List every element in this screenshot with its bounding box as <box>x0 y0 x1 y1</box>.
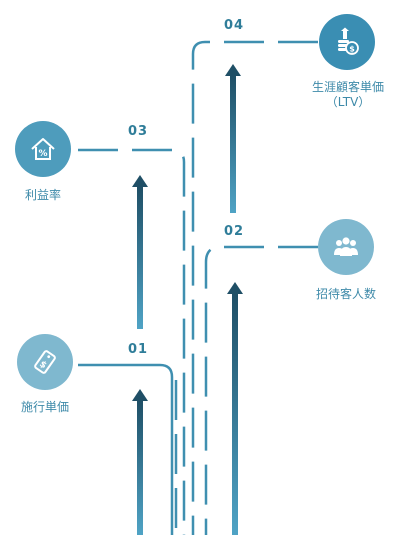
svg-text:$: $ <box>37 359 48 371</box>
item-04-label-line1: 生涯顧客単価 <box>311 80 384 94</box>
step-number-04: 04 <box>224 18 245 33</box>
item-02-circle <box>318 219 374 275</box>
step-number-02: 02 <box>224 224 245 239</box>
percent-house-icon: % <box>31 138 55 160</box>
step-number-01: 01 <box>128 342 149 357</box>
item-01-label: 施行単価 <box>20 400 69 414</box>
arrow-03 <box>132 175 148 329</box>
connector-03 <box>78 148 186 535</box>
arrow-04 <box>225 64 241 213</box>
item-03-circle: % <box>15 121 71 177</box>
connector-04 <box>191 40 318 535</box>
connector-02 <box>204 245 318 535</box>
svg-text:$: $ <box>349 45 355 54</box>
arrow-02 <box>227 282 243 535</box>
coin-growth-icon: $ <box>338 27 359 55</box>
item-04-label-line2: （LTV） <box>325 95 371 109</box>
item-03-label: 利益率 <box>24 188 61 202</box>
item-02-label: 招待客人数 <box>315 287 376 301</box>
arrow-01 <box>132 389 148 535</box>
item-04-circle: $ <box>319 14 375 70</box>
price-tag-icon: $ <box>34 350 56 374</box>
connector-01 <box>78 363 174 535</box>
svg-text:%: % <box>38 149 47 159</box>
people-group-icon <box>334 237 358 256</box>
item-04-label: 生涯顧客単価 （LTV） <box>300 80 396 110</box>
item-01-circle: $ <box>17 334 73 390</box>
step-number-03: 03 <box>128 124 149 139</box>
